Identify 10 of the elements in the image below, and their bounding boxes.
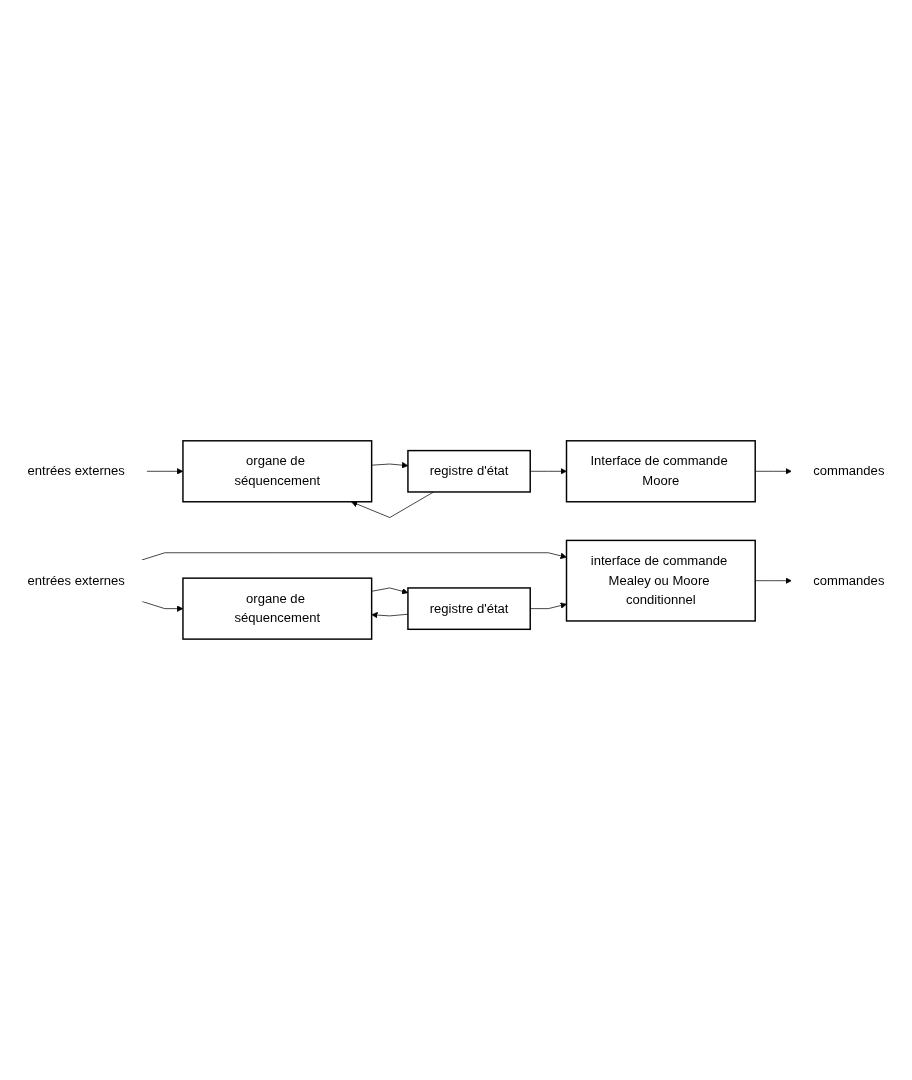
node-text: commandes (813, 573, 885, 588)
node-box: Interface de commande Moore (565, 440, 756, 503)
node-box: organe de séquencement (182, 440, 373, 503)
node-box: organe de séquencement (182, 577, 373, 640)
node-text: commandes (813, 463, 885, 479)
node-box: registre d'état (407, 587, 531, 631)
node-box: interface de commande Mealey ou Moore conditionnel (565, 539, 756, 622)
node-box: registre d'état (407, 449, 531, 493)
node-text: entrées externes (27, 573, 125, 588)
node-text: entrées externes (27, 463, 125, 479)
